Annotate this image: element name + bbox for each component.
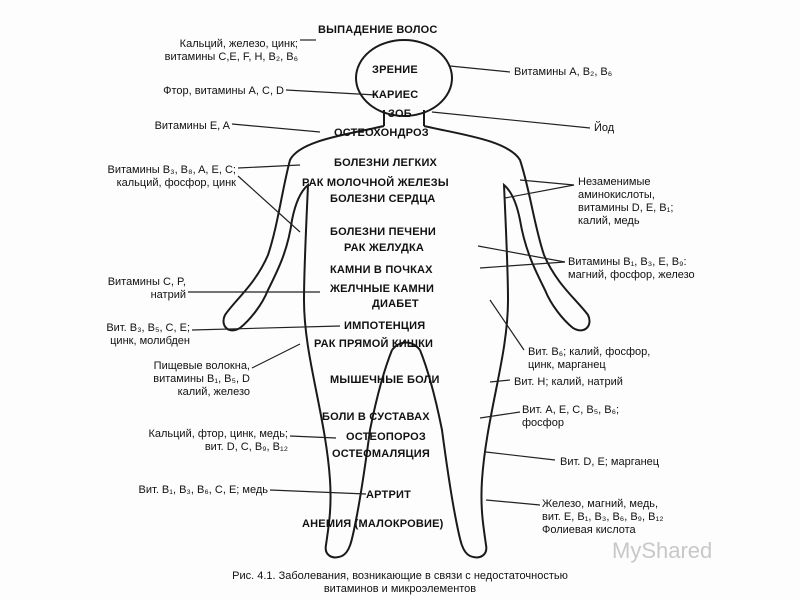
right-note: Вит. H; калий, натрий (514, 376, 623, 388)
disease-label: ОСТЕОПОРОЗ (346, 431, 426, 443)
right-body-outline (419, 125, 591, 559)
left-note: Кальций, железо, цинк;витамины C,E, F, H… (164, 38, 298, 63)
left-note: Вит. B₃, B₅, C, E;цинк, молибден (106, 322, 190, 347)
disease-label: РАК ЖЕЛУДКА (344, 242, 425, 254)
disease-label: КАМНИ В ПОЧКАХ (330, 264, 433, 276)
disease-label: РАК ПРЯМОЙ КИШКИ (314, 338, 434, 350)
left-note: Вит. B₁, B₃, B₆, C, E; медь (138, 484, 268, 496)
disease-label: ИМПОТЕНЦИЯ (344, 320, 426, 332)
right-note: Йод (594, 122, 615, 134)
disease-label: ДИАБЕТ (372, 298, 419, 310)
disease-label: БОЛЕЗНИ ПЕЧЕНИ (330, 226, 437, 238)
right-note: Вит. D, E; марганец (560, 456, 660, 468)
crotch-outline (391, 341, 421, 351)
disease-label: ВЫПАДЕНИЕ ВОЛОС (318, 24, 438, 36)
right-note: Вит. A, E, C, B₅, B₆;фосфор (522, 404, 620, 429)
disease-label: ЗОБ (388, 108, 412, 120)
disease-label: БОЛИ В СУСТАВАХ (322, 411, 430, 423)
watermark-logo: MyShared (612, 538, 713, 563)
disease-label: ЗРЕНИЕ (372, 64, 418, 76)
neck-outline (383, 110, 425, 126)
disease-label: КАРИЕС (372, 89, 419, 101)
disease-label: ЖЕЛЧНЫЕ КАМНИ (330, 283, 435, 295)
disease-label: РАК МОЛОЧНОЙ ЖЕЛЕЗЫ (302, 177, 449, 189)
connector-lines (188, 39, 591, 506)
left-note: Витамины C, P,натрий (107, 276, 186, 301)
right-note: Витамины A, B₂, B₆ (514, 66, 613, 78)
left-note: Витамины B₃, B₈, A, E, C;кальций, фосфор… (107, 164, 237, 189)
right-note: Витамины B₁, B₃, E, B₉:магний, фосфор, ж… (568, 256, 695, 281)
left-note: Витамины E, A (154, 120, 230, 132)
right-note: Вит. B₆; калий, фосфор,цинк, марганец (528, 346, 651, 371)
disease-label: ОСТЕОМАЛЯЦИЯ (332, 448, 430, 460)
left-note: Кальций, фтор, цинк, медь;вит. D, C, B₉,… (148, 428, 288, 453)
disease-label: АНЕМИЯ (МАЛОКРОВИЕ) (302, 518, 444, 530)
disease-label: БОЛЕЗНИ ЛЕГКИХ (334, 157, 438, 169)
disease-label: МЫШЕЧНЫЕ БОЛИ (330, 374, 440, 386)
human-silhouette (222, 39, 591, 559)
disease-label: АРТРИТ (366, 489, 412, 501)
disease-label: ОСТЕОХОНДРОЗ (334, 127, 429, 139)
disease-label: БОЛЕЗНИ СЕРДЦА (330, 193, 436, 205)
left-body-outline (222, 125, 393, 559)
figure-caption: Рис. 4.1. Заболевания, возникающие в свя… (232, 570, 568, 595)
right-note: Железо, магний, медь,вит. E, B₁, B₃, B₆,… (542, 498, 664, 536)
head-outline (355, 39, 453, 117)
left-note: Фтор, витамины A, C, D (163, 85, 284, 97)
